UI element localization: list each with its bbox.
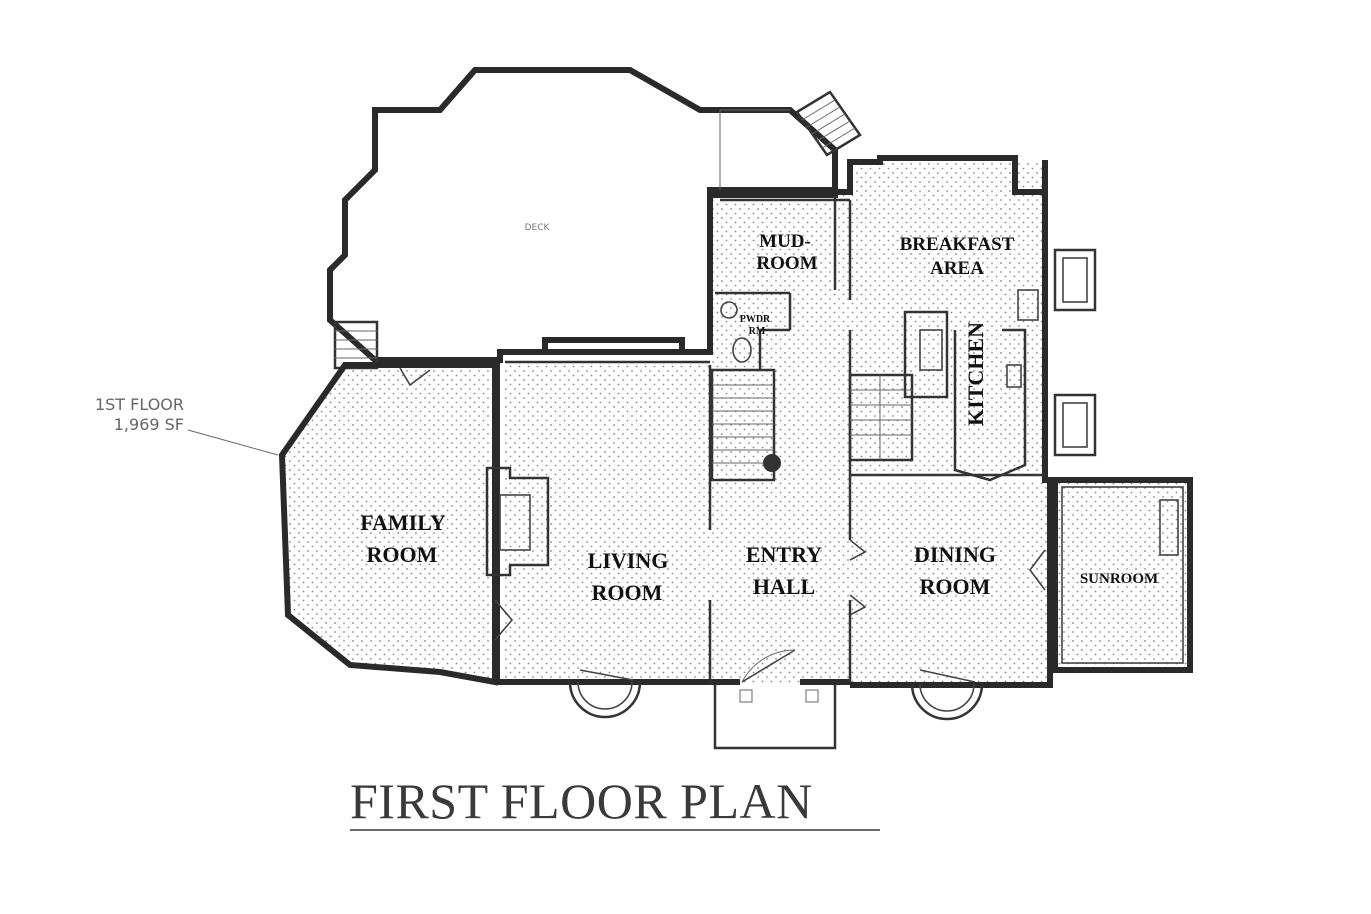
side-windows [1053, 248, 1097, 457]
powder-room-fixtures [720, 301, 752, 363]
front-porch [713, 685, 837, 750]
sunroom-walls [1052, 477, 1193, 673]
deck-stairs-top [795, 90, 862, 157]
plan-title-text: FIRST FLOOR PLAN [350, 773, 813, 829]
powder-label-line1: PWDR [740, 314, 771, 325]
room-labels: MUD- ROOM BREAKFAST AREA PWDR RM KITCHEN… [360, 231, 1158, 605]
sunroom-label: SUNROOM [1080, 571, 1158, 587]
mudroom-label-line2: ROOM [756, 253, 817, 274]
fireplace [485, 466, 550, 577]
family-room-label-line1: FAMILY [360, 510, 446, 535]
living-room-label-line2: ROOM [592, 580, 663, 605]
back-staircase [848, 373, 914, 462]
bay-window-right [910, 669, 984, 721]
floor-fill [280, 162, 1188, 685]
living-room-label-line1: LIVING [588, 548, 669, 573]
front-door [741, 649, 796, 683]
area-note-line1: 1ST FLOOR [95, 395, 184, 414]
family-room-label-line2: ROOM [367, 542, 438, 567]
deck-label: DECK [525, 223, 551, 233]
interior-doors [399, 367, 1046, 641]
breakfast-label-line1: BREAKFAST [900, 234, 1015, 255]
dining-room-label-line2: ROOM [920, 574, 991, 599]
mudroom-label-line1: MUD- [759, 231, 811, 252]
entry-hall-label-line2: HALL [753, 574, 815, 599]
kitchen-label: KITCHEN [963, 322, 988, 426]
kitchen-counters [903, 289, 1039, 482]
plan-title: FIRST FLOOR PLAN [350, 773, 880, 831]
area-note-line2: 1,969 SF [114, 415, 184, 434]
area-callout: 1ST FLOOR 1,969 SF [95, 395, 279, 456]
main-staircase [710, 368, 781, 482]
breakfast-label-line2: AREA [930, 258, 984, 279]
bay-window-left [568, 669, 642, 719]
dining-room-label-line1: DINING [914, 542, 996, 567]
powder-label-line2: RM [749, 326, 766, 337]
entry-hall-label-line1: ENTRY [746, 542, 822, 567]
